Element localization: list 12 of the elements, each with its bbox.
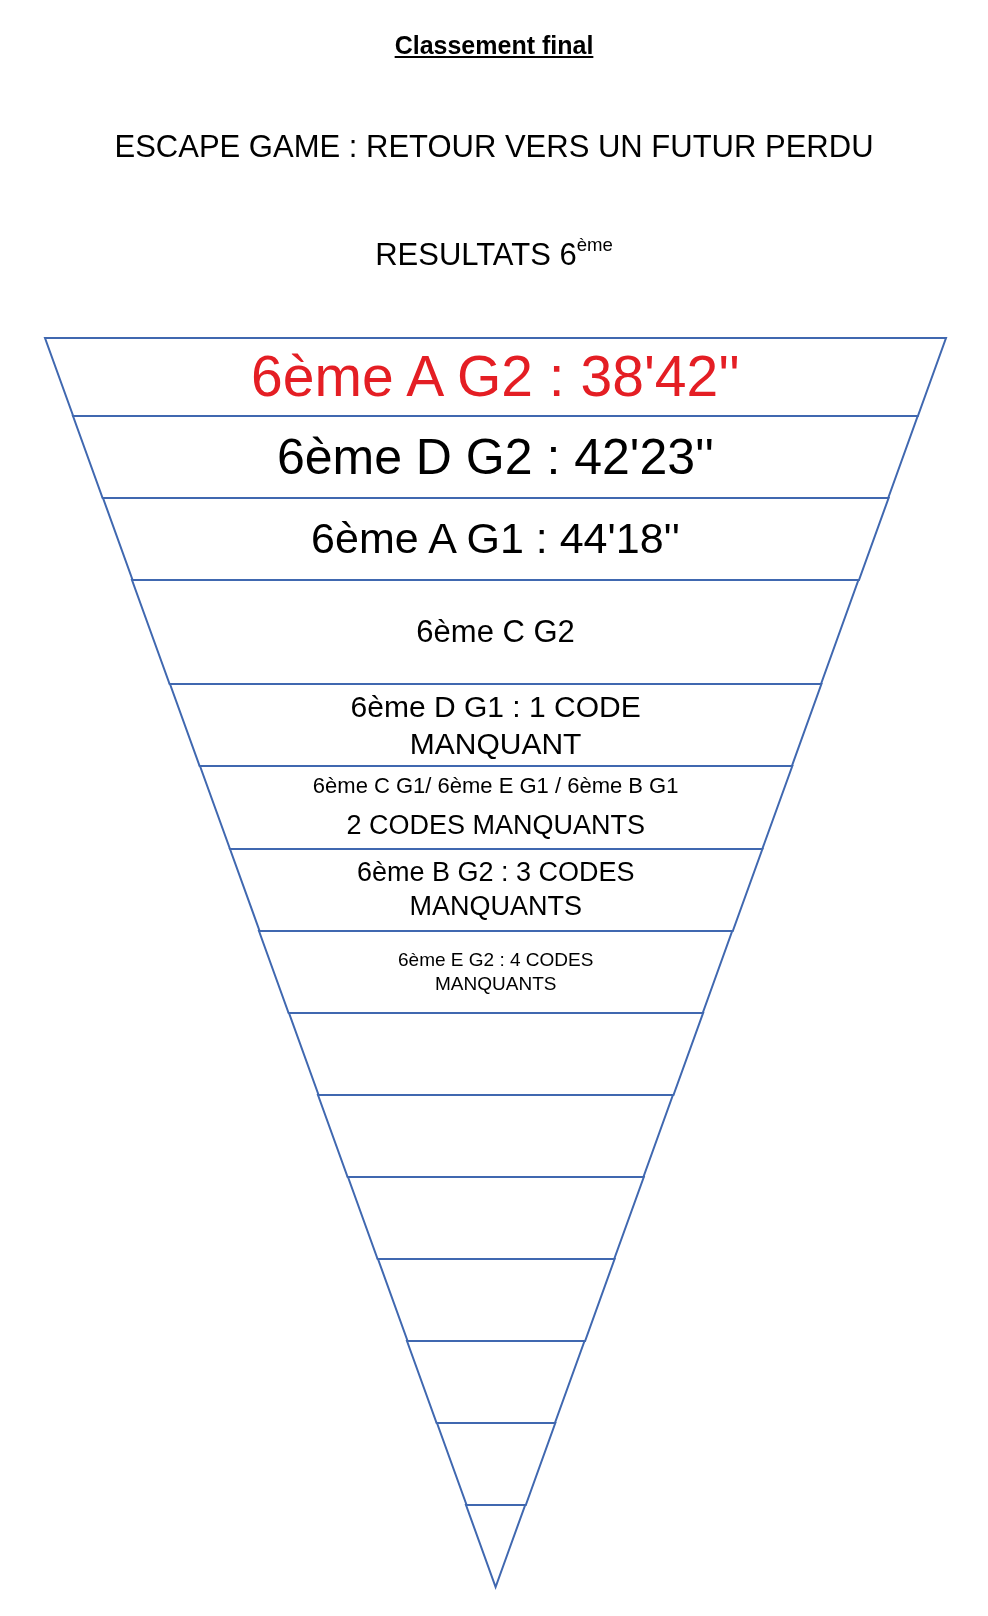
result-text: 6ème E G2 : 4 CODES MANQUANTS xyxy=(397,948,595,996)
result-text: 6ème D G1 : 1 CODE MANQUANT xyxy=(349,688,642,762)
title: Classement final xyxy=(394,30,594,60)
result-text: 6ème A G2 : 38'42'' xyxy=(251,343,740,411)
result-text: 6ème C G1/ 6ème E G1 / 6ème B G1 xyxy=(312,771,679,800)
result-text: 6ème D G2 : 42'23'' xyxy=(276,427,715,487)
result-text: 6ème C G2 xyxy=(416,612,575,651)
heading-text: ESCAPE GAME : RETOUR VERS UN FUTUR PERDU xyxy=(114,128,874,166)
result-text: 2 CODES MANQUANTS xyxy=(346,809,645,843)
result-text: 6ème A G1 : 44'18'' xyxy=(311,513,680,565)
subheading-text: RESULTATS 6$^{ème}$ xyxy=(375,236,613,274)
result-text: 6ème B G2 : 3 CODES MANQUANTS xyxy=(355,856,636,923)
